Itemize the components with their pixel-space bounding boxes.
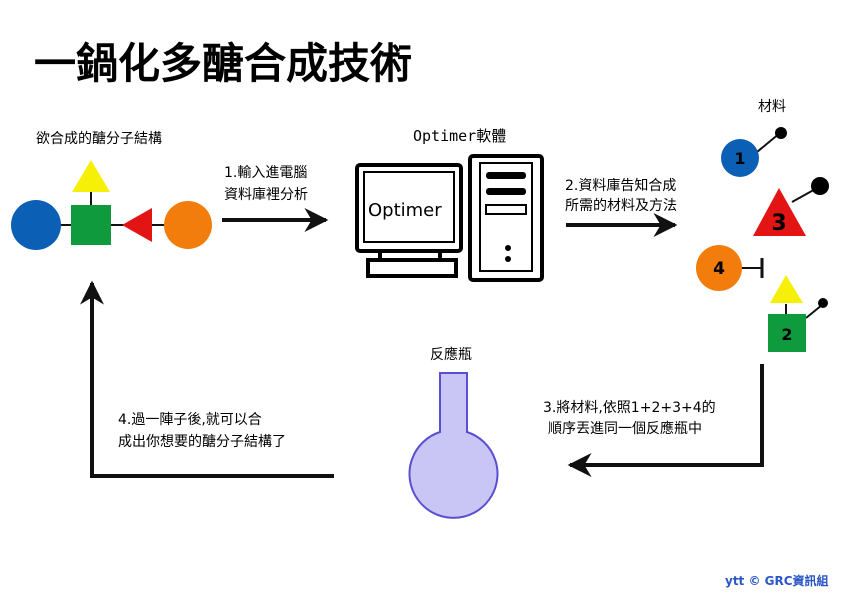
step4-line1: 4.過一陣子後,就可以合 [118,412,262,428]
material-2-attach-dot [818,298,828,308]
step1-line2: 資料庫裡分析 [224,186,308,203]
step3-line1: 3.將材料,依照1+2+3+4的 [543,400,716,416]
target-structure-label: 欲合成的醣分子結構 [36,131,162,147]
arrow-to-target [80,280,334,478]
green-square-unit [71,205,111,245]
credit-text: ytt © GRC資訊組 [725,573,829,588]
material-1-number: 1 [734,149,745,168]
flask-label: 反應瓶 [430,346,472,363]
material-4: 4 [696,245,764,291]
step2-line1: 2.資料庫告知合成 [565,177,676,194]
blue-circle-unit [11,200,61,250]
step4-line2: 成出你想要的醣分子結構了 [118,434,286,450]
material-3-red-triangle [753,188,806,236]
material-2-yellow-triangle [770,275,803,303]
material-1: 1 [721,127,787,177]
arrow-to-flask [567,364,764,477]
material-3-number: 3 [771,211,786,236]
software-label: Optimer軟體 [413,127,506,145]
page-title: 一鍋化多醣合成技術 [34,39,412,88]
material-2-green-square [768,314,806,352]
material-2: 2 [768,275,828,352]
material-3: 3 [753,177,829,236]
orange-circle-unit [164,201,212,249]
red-triangle-unit [122,208,152,242]
computer-icon [355,154,544,282]
target-sugar-structure [11,160,212,250]
step1-line1: 1.輸入進電腦 [224,165,307,181]
reaction-flask-icon [408,372,499,519]
material-4-number: 4 [713,259,725,279]
yellow-triangle-unit [72,160,110,192]
materials-label: 材料 [758,99,786,115]
material-2-number: 2 [781,325,792,344]
material-3-attach-dot [811,177,829,195]
material-1-attach-dot [775,127,787,139]
monitor-screen-text: Optimer [368,200,442,221]
material-4-orange-circle [696,245,742,291]
step3-line2: 順序丟進同一個反應瓶中 [548,420,702,437]
step2-line2: 所需的材料及方法 [565,198,677,214]
material-1-blue-circle [721,139,759,177]
